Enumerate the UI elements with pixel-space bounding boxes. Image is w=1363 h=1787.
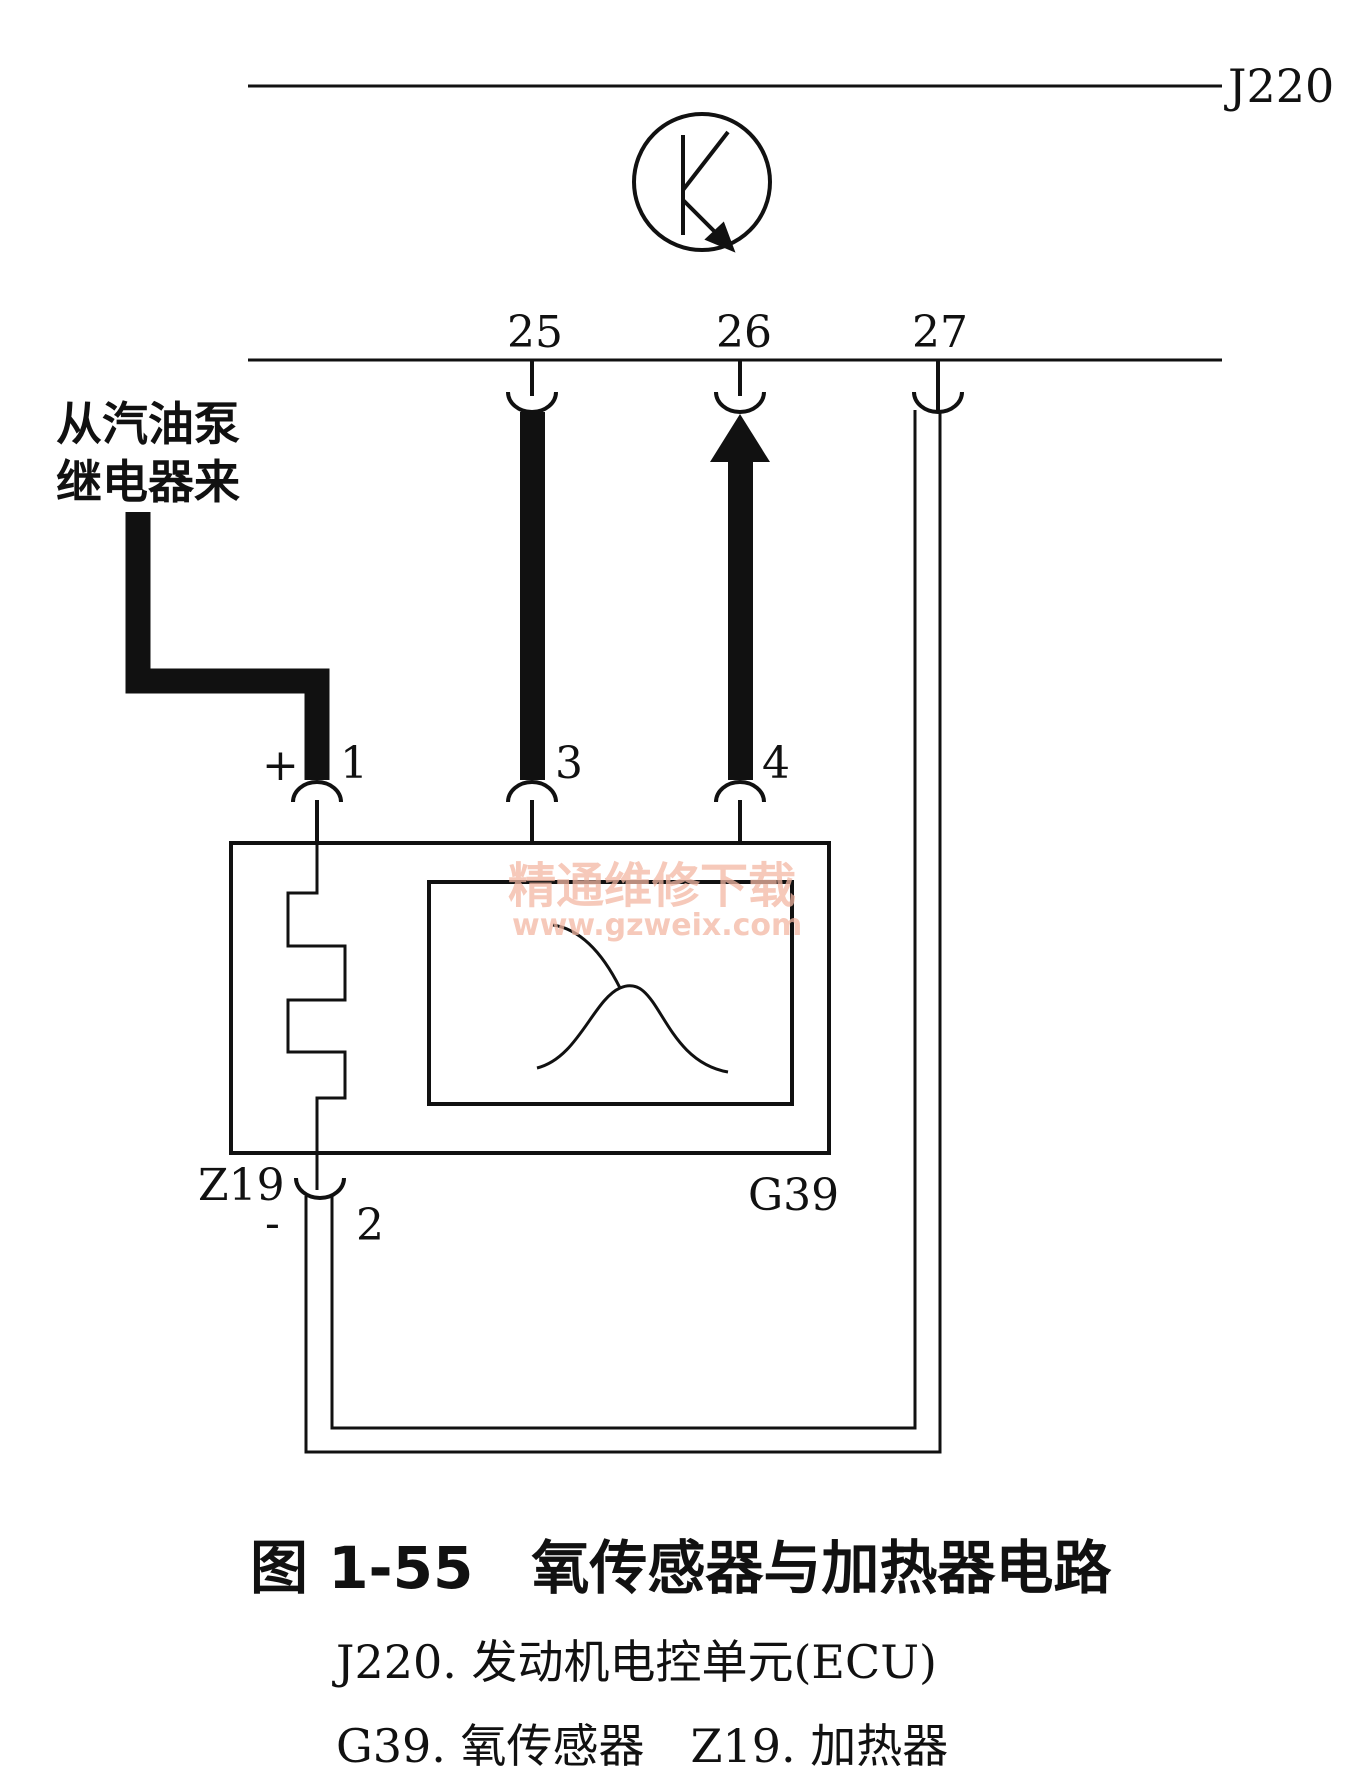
minus-sign: -	[265, 1198, 280, 1249]
sensor-housing	[229, 841, 831, 1155]
caption-line2: G39. 氧传感器 Z19. 加热器	[336, 1719, 948, 1773]
ground-wire-outer	[304, 410, 942, 1454]
ecu-connector	[714, 391, 766, 414]
heater-label: Z19	[198, 1160, 285, 1211]
heater-element	[286, 843, 347, 1190]
ecu-connector	[912, 391, 964, 414]
power-wire	[125, 512, 330, 780]
watermark-url: www.gzweix.com	[512, 908, 802, 943]
ground-wire-inner	[330, 410, 917, 1430]
signal-wire-4-26	[728, 456, 753, 780]
ecu-label: J220	[1224, 59, 1334, 113]
ecu-pin-26: 26	[716, 307, 772, 358]
sensor-label: G39	[748, 1170, 839, 1221]
sensor-pin-2: 2	[356, 1200, 384, 1251]
arrow-up-icon	[710, 414, 770, 462]
caption-line1: J220. 发动机电控单元(ECU)	[332, 1635, 937, 1689]
sensor-connector	[294, 1177, 346, 1200]
sensor-connector	[506, 780, 558, 803]
sensor-connector	[291, 780, 343, 803]
plus-sign: +	[262, 740, 299, 791]
sensor-curve	[552, 923, 622, 989]
sensor-pin-4: 4	[762, 738, 790, 789]
ecu-pin-25: 25	[507, 307, 563, 358]
watermark-text: 精通维修下载	[508, 858, 796, 914]
sensor-connector	[714, 780, 766, 803]
sensor-pin-1: 1	[340, 738, 368, 789]
figure-title: 图 1-55 氧传感器与加热器电路	[250, 1534, 1112, 1602]
source-label-line2: 继电器来	[56, 455, 240, 509]
ecu-pin-27: 27	[912, 307, 968, 358]
sensor-curve	[536, 984, 729, 1074]
sensor-pin-3: 3	[555, 738, 583, 789]
transistor-icon	[632, 112, 772, 253]
source-label-line1: 从汽油泵	[56, 397, 240, 451]
ecu-connector	[506, 391, 558, 414]
signal-wire-25-3	[520, 412, 545, 780]
sensor-element	[427, 880, 794, 1106]
